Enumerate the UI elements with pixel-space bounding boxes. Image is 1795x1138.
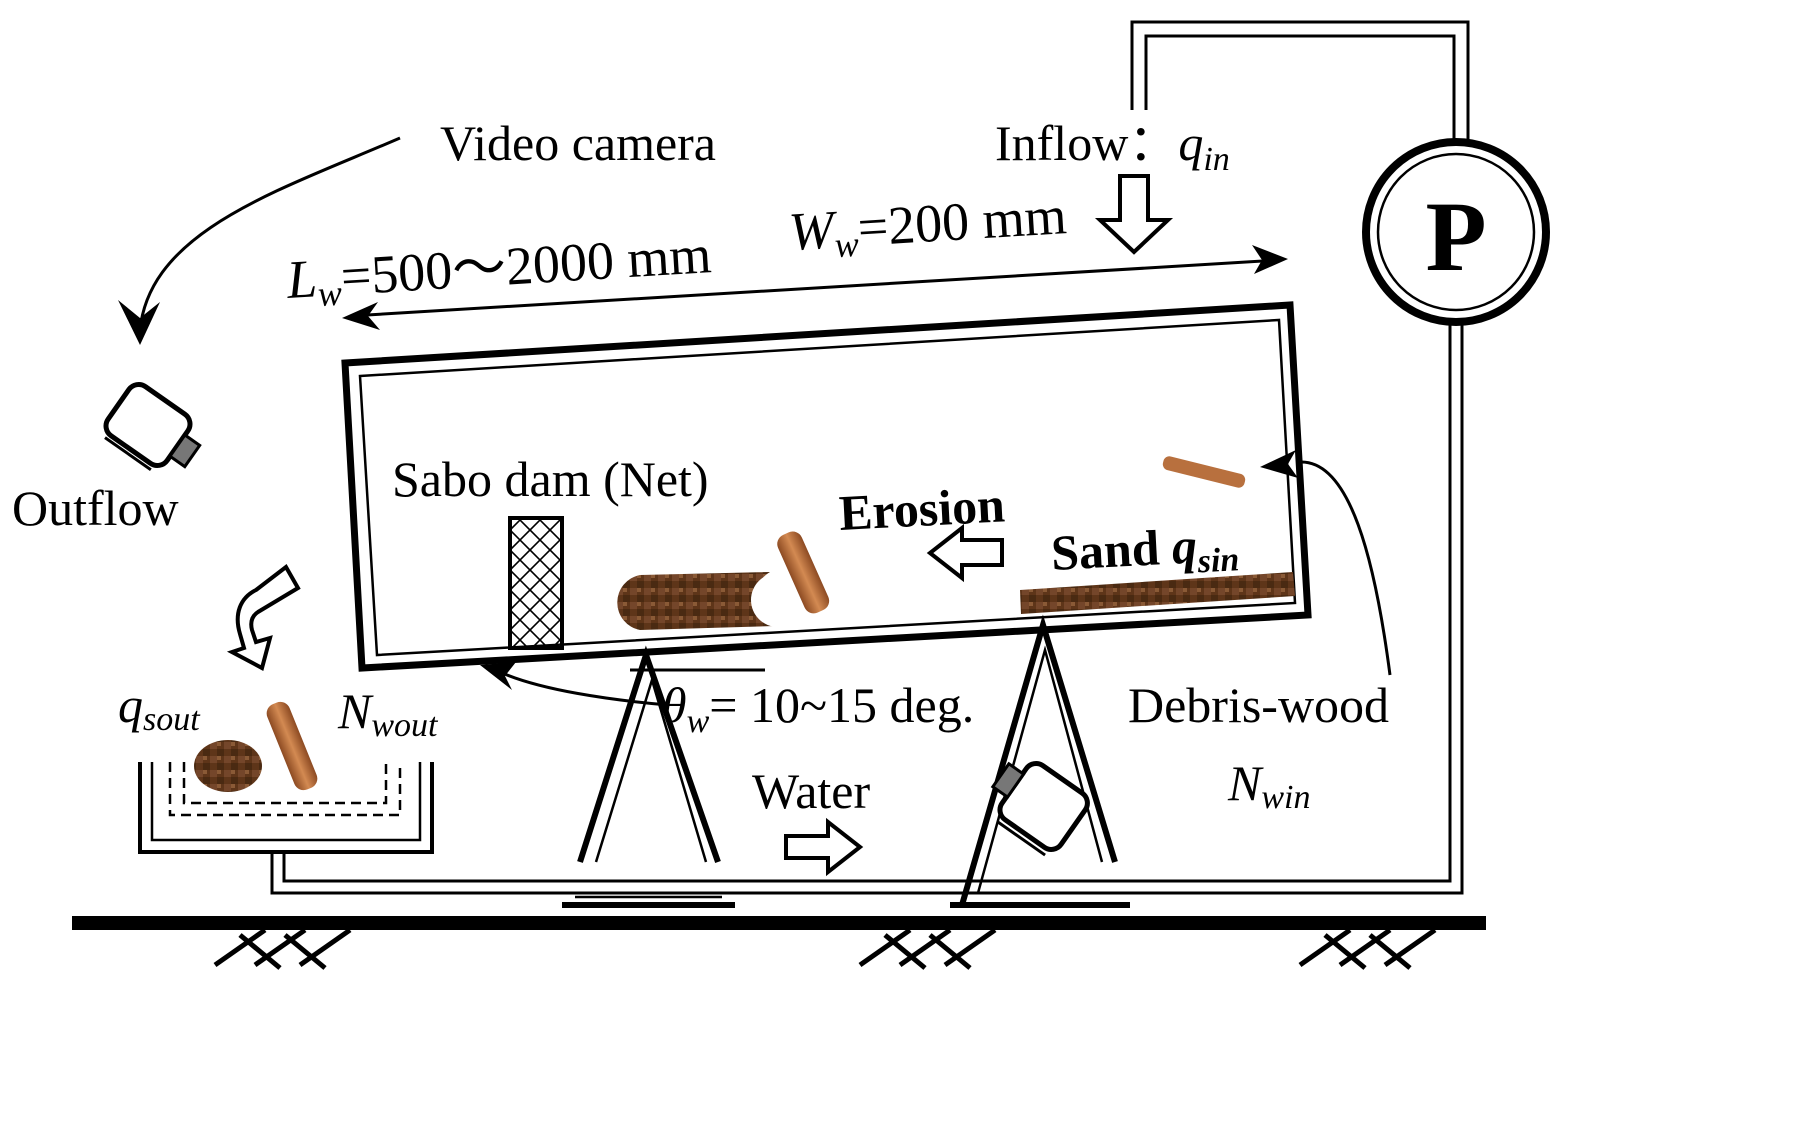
theta-pointer-arrow — [480, 662, 669, 707]
wood-log-in-flume — [777, 531, 830, 614]
camera-pointer-arrow — [118, 136, 401, 345]
debris-wood-pointer-arrow — [1260, 450, 1392, 676]
sand-q: q — [1170, 517, 1198, 574]
ground-hatch-left — [213, 927, 352, 970]
flume — [341, 301, 1312, 672]
ground-hatch-right — [1298, 927, 1437, 970]
video-camera-top-icon — [103, 381, 202, 471]
nwin-n: N — [1227, 755, 1264, 811]
debris-wood-label: Debris-wood — [1128, 677, 1389, 733]
qsout-q: q — [118, 677, 143, 733]
sediment-outflow-label: qsout — [118, 677, 201, 738]
outflow-arrow — [226, 564, 301, 671]
ww-subscript: w — [834, 224, 860, 265]
pipe-return-outer — [270, 325, 1464, 895]
nwout-n: N — [337, 683, 374, 739]
lw-symbol: L — [284, 248, 319, 310]
nwin-subscript: win — [1261, 779, 1310, 816]
pipe-inner — [1144, 34, 1456, 140]
inflow-arrow — [1094, 174, 1174, 255]
erosion-arrow — [926, 523, 1004, 583]
inflow-q: q — [1178, 115, 1203, 171]
flume-experiment-diagram: P — [12, 20, 1550, 970]
lw-value: =500～2000 mm — [339, 224, 713, 307]
ww-value: =200 mm — [856, 185, 1068, 258]
sand-bed — [1020, 572, 1295, 614]
wood-log-upstream — [1162, 456, 1246, 488]
wood-inflow-label: Nwin — [1227, 755, 1310, 816]
outflow-label: Outflow — [12, 480, 179, 536]
length-dimension-arrow — [342, 245, 1288, 330]
ww-symbol: W — [787, 199, 841, 262]
sand-subscript: sin — [1196, 541, 1240, 580]
inflow-text: Inflow — [995, 115, 1128, 171]
flume-length-label: Lw=500～2000 mm — [284, 224, 713, 316]
qsout-subscript: sout — [143, 701, 201, 738]
pump-label: P — [1425, 181, 1486, 292]
collected-sediment — [194, 740, 262, 792]
flume-outer-wall — [341, 301, 1312, 672]
water-label: Water — [752, 763, 870, 819]
deposited-sediment — [617, 572, 805, 630]
outflow-tank — [138, 762, 434, 854]
video-camera-label: Video camera — [440, 115, 716, 171]
sabo-dam-label: Sabo dam (Net) — [392, 451, 709, 507]
ground — [72, 916, 1486, 970]
wood-outflow-label: Nwout — [337, 683, 439, 744]
support-left — [562, 645, 735, 908]
nwout-subscript: wout — [371, 707, 439, 744]
flume-inner-wall — [358, 318, 1297, 657]
sabo-dam-net — [508, 516, 564, 650]
erosion-label: Erosion — [838, 476, 1007, 541]
inflow-subscript: in — [1203, 141, 1229, 178]
collected-wood-log — [266, 701, 318, 791]
theta-subscript: w — [687, 703, 710, 740]
water-arrow — [784, 817, 864, 877]
ground-hatch-middle — [858, 927, 997, 970]
ground-line — [72, 916, 1486, 930]
slope-angle-label: θw= 10~15 deg. — [662, 677, 974, 740]
pipe-outer — [1130, 20, 1470, 140]
sand-text: Sand — [1050, 519, 1174, 581]
lw-subscript: w — [317, 273, 343, 314]
sand-label: Sand qsin — [1050, 515, 1241, 588]
inflow-colon: ： — [1128, 115, 1178, 171]
inflow-label: Inflow：qin — [995, 115, 1230, 178]
pipe-return-inner — [282, 325, 1452, 883]
pump-inner-ring — [1376, 152, 1536, 312]
video-camera-bottom-icon — [990, 761, 1090, 857]
flume-width-label: Ww=200 mm — [787, 185, 1068, 268]
theta-symbol: θ — [662, 677, 687, 733]
water-pipe — [270, 20, 1470, 895]
pump: P — [1362, 138, 1550, 326]
theta-value: = 10~15 deg. — [709, 677, 974, 733]
